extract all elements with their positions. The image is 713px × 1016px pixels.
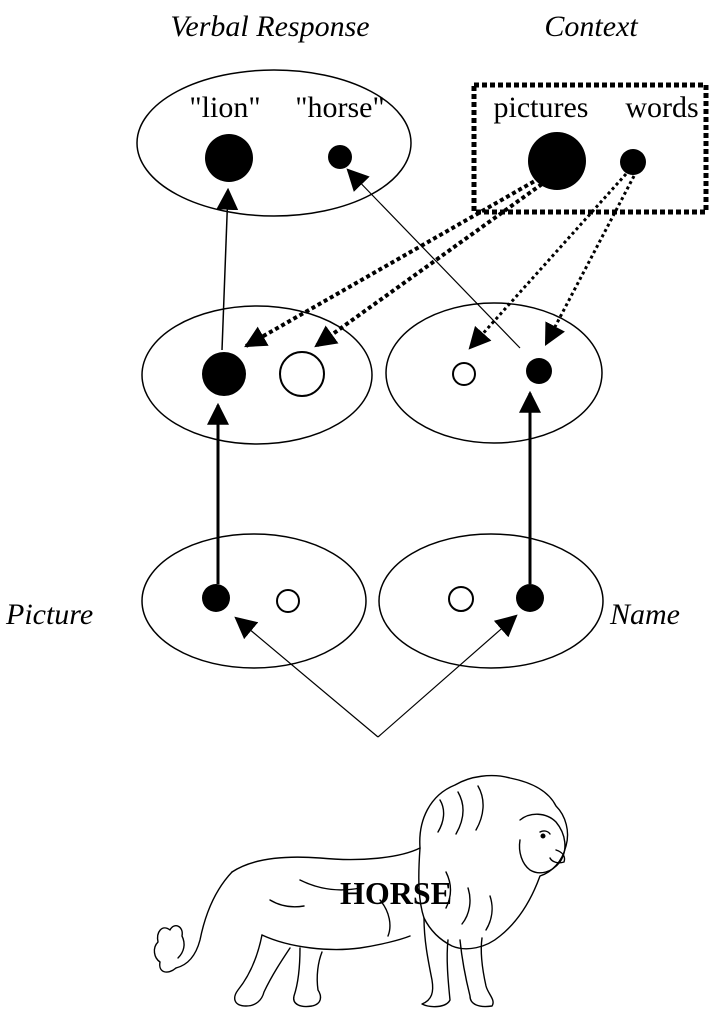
pictures-task-label: pictures [494,91,589,124]
words-task-label: words [625,91,698,124]
picture-input-module [141,533,367,669]
words-context-to-name-active [544,175,636,346]
stimulus-to-picture-input [234,616,379,738]
horse-response-unit [328,145,352,169]
name-hidden-module [385,302,603,444]
verbal-response-module [136,69,412,217]
context-title: Context [544,10,638,43]
verbal-response-title: Verbal Response [170,10,369,43]
name-to-horse-connection [346,168,521,349]
stimulus-word: HORSE [340,875,452,911]
lion-response-unit [205,134,253,182]
words-context-to-name-inactive [468,172,628,350]
words-context-unit [620,149,646,175]
name-hidden-unit-active [526,358,552,384]
name-hidden-unit-inactive [452,362,476,386]
lion-response-label: "lion" [189,91,260,124]
lion-drawing [153,774,569,1008]
picture-to-lion-connection [216,187,239,351]
name-input-module [378,533,604,669]
name-input-unit-inactive [448,586,474,612]
name-input-unit-active [516,584,544,612]
name-pathway-label: Name [609,598,680,631]
horse-response-label: "horse" [295,91,384,124]
picture-input-unit-inactive [276,589,300,613]
pictures-context-to-picture-inactive [314,182,544,348]
picture-hidden-module [141,305,373,445]
picture-hidden-unit-active [202,352,246,396]
picture-hidden-unit-inactive [279,351,325,397]
pictures-context-unit [528,132,586,190]
context-module [471,82,709,215]
picture-pathway-label: Picture [5,598,93,631]
picture-input-unit-active [202,584,230,612]
stimulus-to-name-input [377,614,518,738]
pictures-context-to-picture-active [244,176,541,348]
